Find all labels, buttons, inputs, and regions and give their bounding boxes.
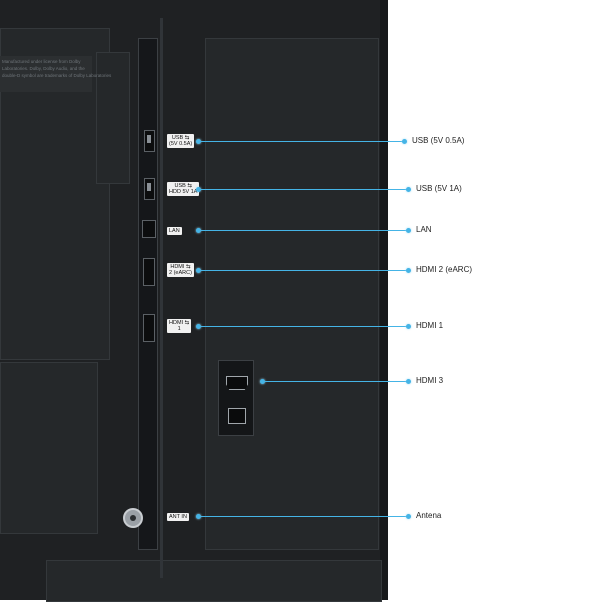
callout-dot xyxy=(406,268,411,273)
callout-label-hdmi-2: HDMI 2 (eARC) xyxy=(416,265,473,274)
usb-port-icon xyxy=(144,178,155,200)
callout-label-usb-1: USB (5V 0.5A) xyxy=(412,136,465,145)
rear-cover-left-lower xyxy=(0,362,98,534)
rear-cover-right xyxy=(205,38,379,550)
port-tag-usb-1: USB ⇆ (5V 0.5A) xyxy=(167,134,195,148)
callout-leader-line xyxy=(262,381,408,382)
callout-dot xyxy=(406,187,411,192)
callout-label-lan: LAN xyxy=(416,225,432,234)
port-tag-hdmi-2: HDMI ⇆ 2 (eARC) xyxy=(167,263,194,277)
sticker-line: double-D symbol are trademarks of Dolby … xyxy=(2,73,112,78)
callout-leader-line xyxy=(198,270,408,271)
hdmi-port-icon xyxy=(143,258,155,286)
callout-leader-line xyxy=(198,516,408,517)
callout-dot xyxy=(406,324,411,329)
callout-leader-line xyxy=(198,326,408,327)
port-tag-usb-2: USB ⇆ HDD 5V 1A xyxy=(167,182,200,196)
callout-label-usb-2: USB (5V 1A) xyxy=(416,184,462,193)
port-tag-antenna: ANT IN xyxy=(167,512,189,521)
callout-dot xyxy=(406,379,411,384)
callout-leader-line xyxy=(198,141,404,142)
port-tag-hdmi-1: HDMI ⇆ 1 xyxy=(167,319,192,333)
callout-dot xyxy=(406,514,411,519)
rear-cover-mid xyxy=(96,52,130,184)
callout-dot xyxy=(406,228,411,233)
port-strip-edge xyxy=(160,18,163,578)
sticker-line: Laboratories. Dolby, Dolby Audio, and th… xyxy=(2,66,85,71)
callout-label-antenna: Antena xyxy=(416,511,442,520)
side-port-module xyxy=(218,360,254,436)
ethernet-port-icon xyxy=(142,220,156,238)
optical-port-icon xyxy=(228,408,246,424)
port-tag-lan: LAN xyxy=(167,226,182,235)
hdmi-port-icon xyxy=(226,376,248,390)
sticker-line: Manufactured under license from Dolby xyxy=(2,59,81,64)
callout-label-hdmi-3: HDMI 3 xyxy=(416,376,444,385)
port-strip xyxy=(138,38,158,550)
callout-label-hdmi-1: HDMI 1 xyxy=(416,321,444,330)
dolby-license-sticker: Manufactured under license from Dolby La… xyxy=(0,56,111,92)
callout-leader-line xyxy=(198,230,408,231)
rear-cover-bottom xyxy=(46,560,382,602)
hdmi-port-icon xyxy=(143,314,155,342)
usb-port-icon xyxy=(144,130,155,152)
coax-antenna-icon xyxy=(123,508,143,528)
callout-dot xyxy=(402,139,407,144)
callout-leader-line xyxy=(198,189,408,190)
tv-rear-rim xyxy=(380,0,388,600)
